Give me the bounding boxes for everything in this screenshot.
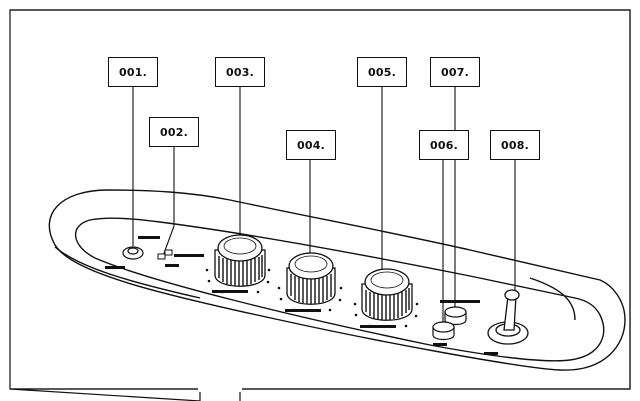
button-label-mark: [440, 300, 480, 303]
callout-004: 004.: [286, 130, 336, 160]
panel-label-mark: [105, 266, 125, 269]
switch-label-mark-2: [165, 264, 179, 267]
knob-icon: [360, 268, 413, 328]
knob-icon: [212, 234, 266, 293]
control-panel: [48, 189, 626, 371]
callout-007: 007.: [430, 57, 480, 87]
dial-markings: [205, 268, 419, 328]
callout-002: 002.: [149, 117, 199, 147]
callout-006: 006.: [419, 130, 469, 160]
diagram-frame: [9, 9, 631, 401]
jack-input-icon: [122, 246, 144, 260]
callout-008: 008.: [490, 130, 540, 160]
knob-icon: [285, 252, 336, 312]
callout-005: 005.: [357, 57, 407, 87]
button-label-mark-2: [433, 343, 447, 346]
toggle-label-mark: [484, 352, 498, 355]
switch-icon: [157, 249, 173, 260]
push-button-icon: [432, 321, 455, 341]
switch-label-mark: [174, 254, 204, 257]
callout-003: 003.: [215, 57, 265, 87]
push-button-icon: [444, 306, 467, 326]
leader-lines: [132, 87, 516, 324]
toggle-switch-icon: [487, 289, 529, 345]
jack-label-mark: [138, 236, 160, 239]
callout-001: 001.: [108, 57, 158, 87]
